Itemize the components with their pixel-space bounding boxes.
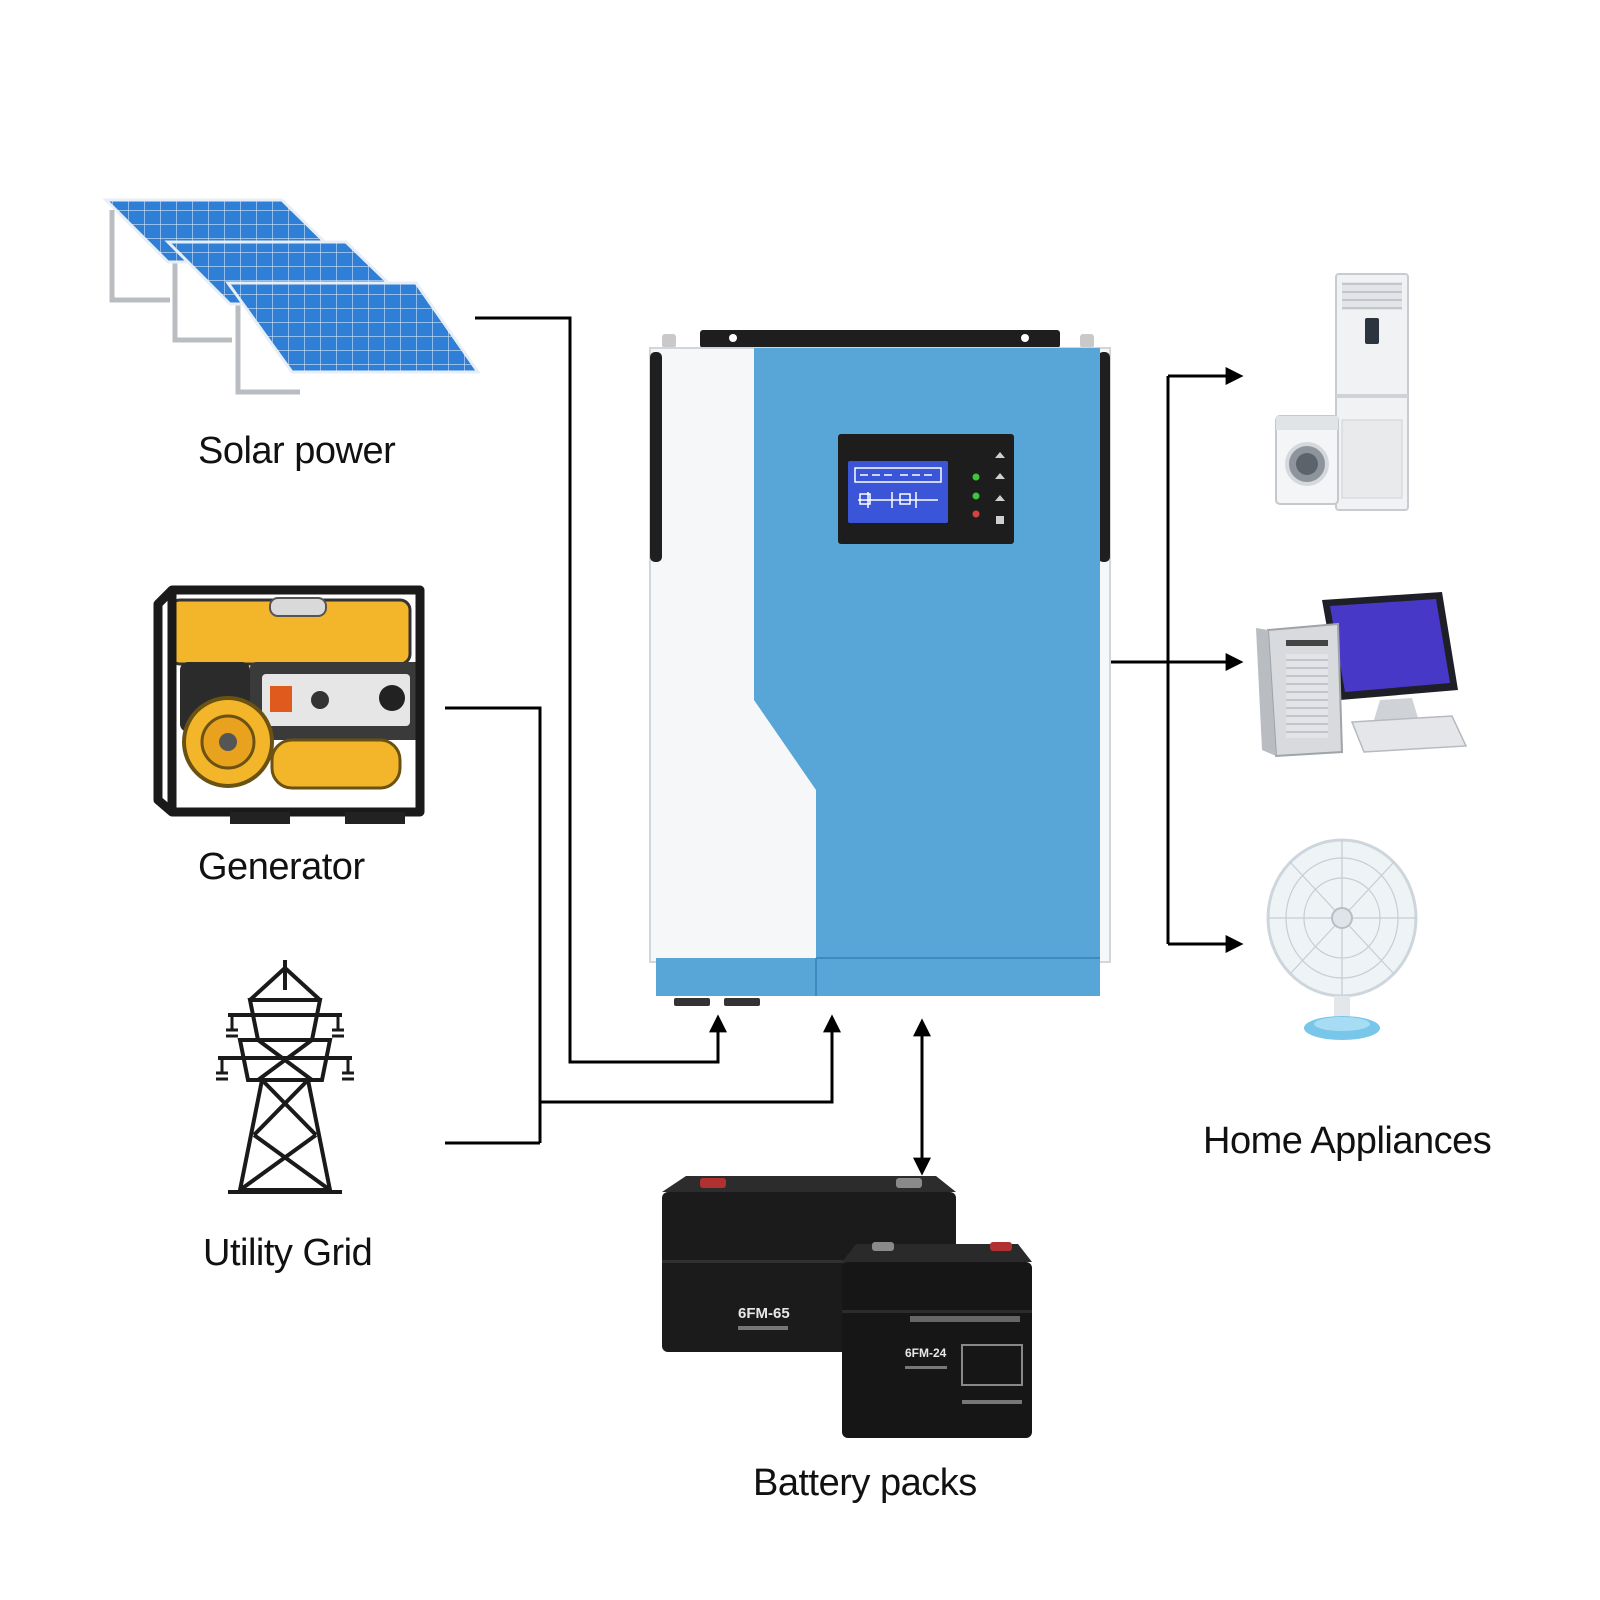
power-tower-icon [216,960,354,1194]
solar-panel-icon [102,198,481,395]
home-appliances-label: Home Appliances [1203,1120,1492,1162]
solar-line [475,316,727,1064]
utility-grid-label: Utility Grid [203,1232,373,1274]
air-conditioner-icon [1335,273,1409,511]
battery-packs-label: Battery packs [753,1462,977,1504]
fan-icon [1266,838,1418,1040]
battery-small-model-label: 6FM-24 [905,1346,947,1360]
generator-label: Generator [198,846,365,888]
washing-machine-icon [1275,415,1339,505]
solar-power-label: Solar power [198,430,396,472]
generator-icon [153,585,425,824]
battery-icon: 6FM-65 6FM-24 [662,1176,1032,1438]
computer-icon [1256,592,1468,758]
generator-line [445,706,542,1143]
battery-small: 6FM-24 [842,1242,1032,1438]
battery-large-model-label: 6FM-65 [738,1305,790,1322]
inverter-icon [649,330,1111,1006]
generator-grid-merge-line [540,1014,841,1104]
connection-lines [445,316,1244,1176]
